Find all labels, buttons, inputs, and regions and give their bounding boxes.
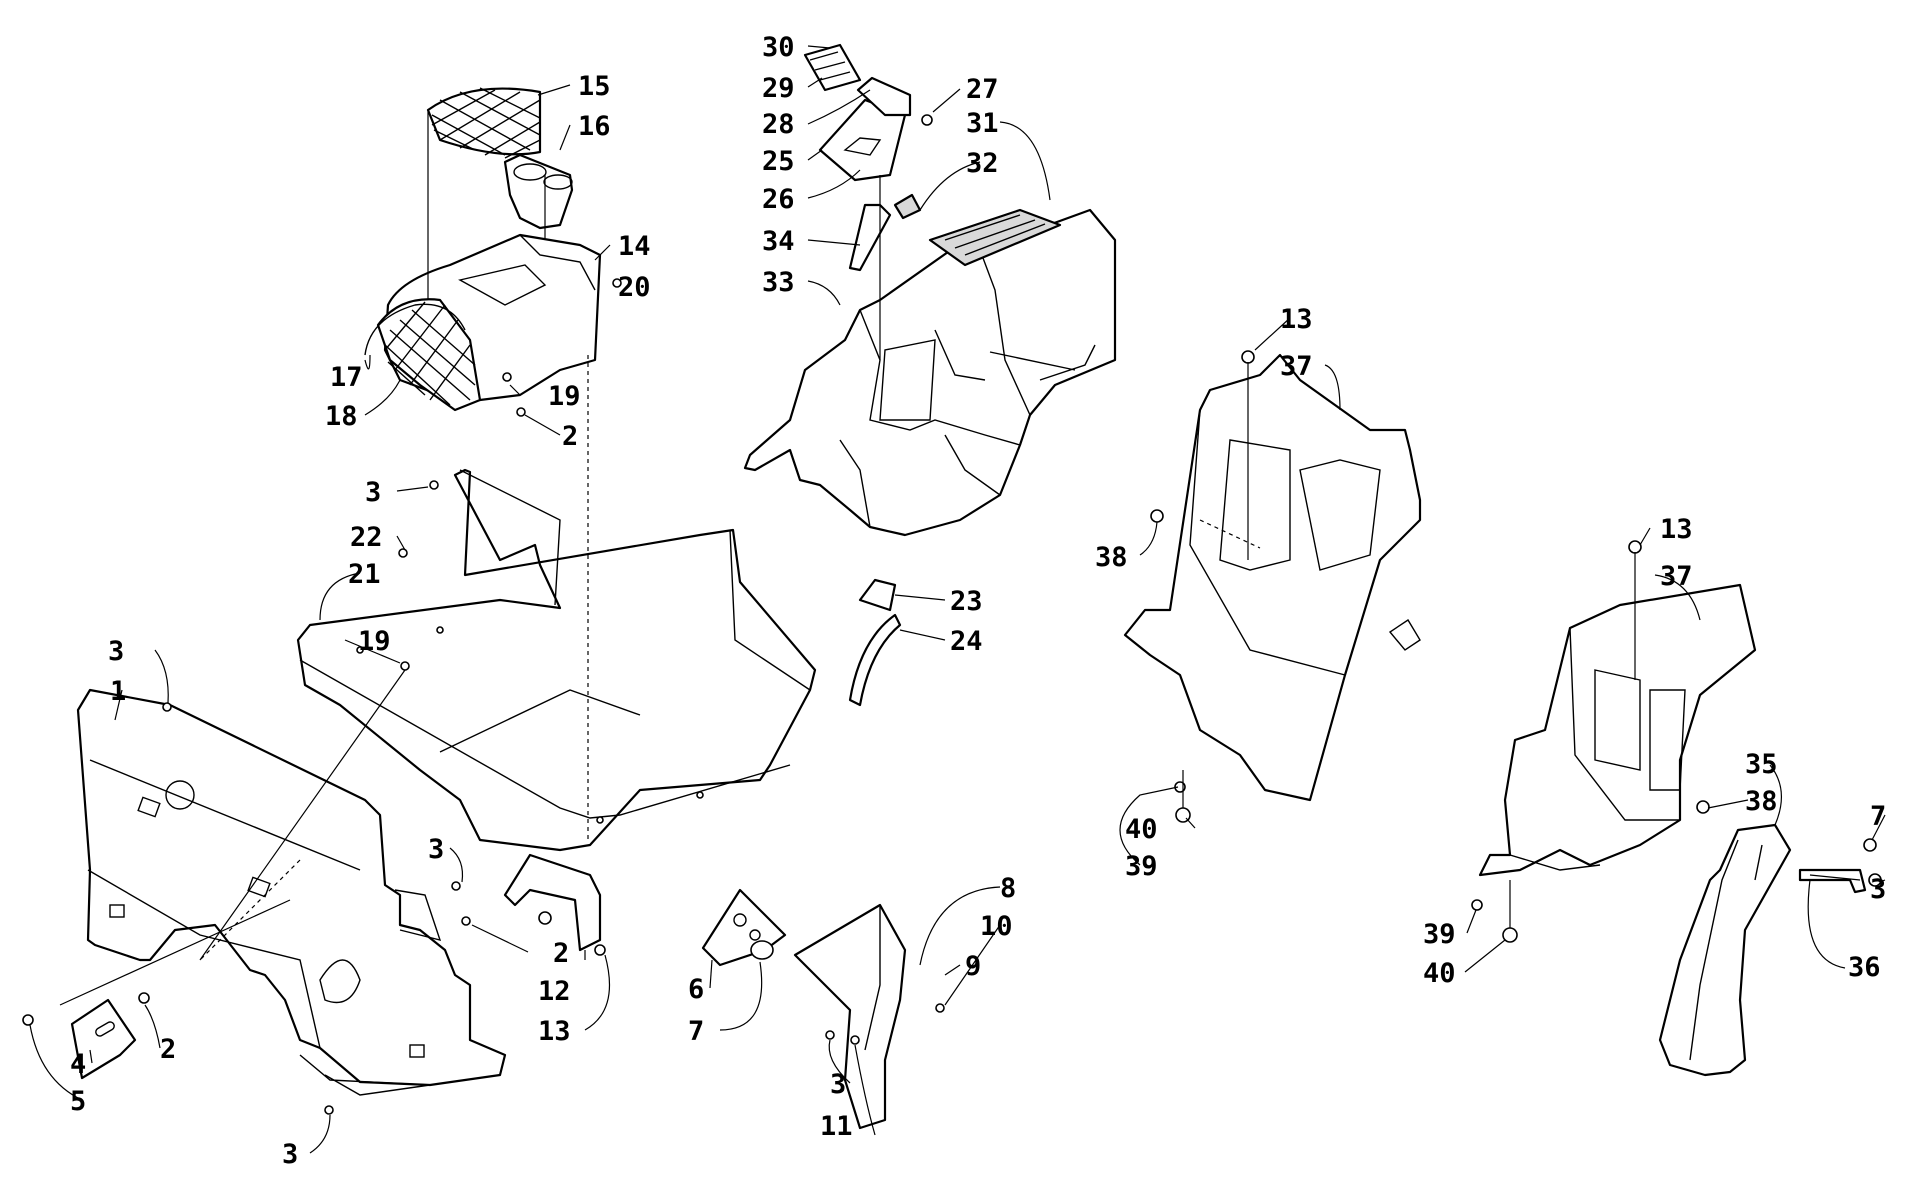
callout-28: 28 — [762, 109, 795, 140]
callout-7: 7 — [688, 1016, 704, 1047]
callout-labels: 30 29 28 27 31 25 26 32 34 33 15 16 14 2… — [70, 32, 1886, 1170]
callout-29: 29 — [762, 73, 795, 104]
part-37-fender-lower — [1478, 583, 1757, 877]
hardware-fasteners — [22, 114, 1882, 1115]
callout-32: 32 — [966, 148, 999, 179]
callout-26: 26 — [762, 184, 795, 215]
callout-37: 37 — [1280, 351, 1313, 382]
part-1-front-panel — [76, 688, 507, 1096]
alignment-lines — [59, 110, 1861, 1006]
callout-7: 7 — [1870, 801, 1886, 832]
callout-25: 25 — [762, 146, 795, 177]
callout-40: 40 — [1423, 958, 1456, 989]
callout-27: 27 — [966, 74, 999, 105]
part-34-shift-boot — [848, 203, 892, 272]
callout-38: 38 — [1745, 786, 1778, 817]
leader-lines — [29, 45, 1886, 1154]
callout-31: 31 — [966, 108, 999, 139]
callout-17: 17 — [330, 362, 363, 393]
callout-22: 22 — [350, 522, 383, 553]
callout-9: 9 — [965, 951, 981, 982]
callout-10: 10 — [980, 911, 1013, 942]
callout-11: 11 — [820, 1111, 853, 1142]
callout-36: 36 — [1848, 952, 1881, 983]
part-15-grille — [426, 87, 542, 159]
part-12-bracket — [503, 853, 602, 952]
callout-38: 38 — [1095, 542, 1128, 573]
callout-4: 4 — [70, 1049, 86, 1080]
callout-2: 2 — [562, 421, 578, 452]
callout-23: 23 — [950, 586, 983, 617]
callout-19: 19 — [358, 626, 391, 657]
callout-3: 3 — [365, 477, 381, 508]
part-24-strap — [848, 613, 902, 707]
callout-13: 13 — [538, 1016, 571, 1047]
callout-40: 40 — [1125, 814, 1158, 845]
part-28-bezel — [856, 76, 912, 117]
callout-24: 24 — [950, 626, 983, 657]
part-4-access-plate — [70, 998, 137, 1080]
callout-12: 12 — [538, 976, 571, 1007]
part-32-label — [893, 193, 922, 220]
callout-3: 3 — [108, 636, 124, 667]
callout-20: 20 — [618, 272, 651, 303]
part-16-cup-holder — [503, 153, 574, 230]
callout-37: 37 — [1660, 561, 1693, 592]
part-23-bracket — [858, 578, 897, 612]
callout-14: 14 — [618, 231, 651, 262]
callout-21: 21 — [348, 559, 381, 590]
callout-8: 8 — [1000, 873, 1016, 904]
callout-39: 39 — [1125, 851, 1158, 882]
callout-30: 30 — [762, 32, 795, 63]
part-31-decal — [928, 208, 1062, 267]
part-18-console-grille — [376, 298, 482, 412]
part-8-mud-flap — [793, 903, 907, 1130]
callout-5: 5 — [70, 1086, 86, 1117]
part-21-floor-pan — [296, 468, 817, 852]
part-7-grommet — [750, 940, 774, 960]
callout-3: 3 — [428, 834, 444, 865]
callout-2: 2 — [553, 938, 569, 969]
part-17-trim-strip — [364, 303, 466, 356]
part-25-shift-plate — [818, 98, 907, 182]
callout-13: 13 — [1280, 304, 1313, 335]
callout-33: 33 — [762, 267, 795, 298]
callout-3: 3 — [830, 1069, 846, 1100]
callout-6: 6 — [688, 974, 704, 1005]
callout-39: 39 — [1423, 919, 1456, 950]
part-37-fender-upper — [1123, 353, 1422, 802]
callout-34: 34 — [762, 226, 795, 257]
callout-18: 18 — [325, 401, 358, 432]
callout-1: 1 — [110, 676, 126, 707]
part-35-side-panel — [1658, 823, 1792, 1077]
callout-13: 13 — [1660, 514, 1693, 545]
callout-2: 2 — [160, 1034, 176, 1065]
callout-15: 15 — [578, 71, 611, 102]
callout-19: 19 — [548, 381, 581, 412]
part-33-center-console — [743, 208, 1117, 537]
callout-16: 16 — [578, 111, 611, 142]
callout-35: 35 — [1745, 749, 1778, 780]
callout-3: 3 — [1870, 874, 1886, 905]
callout-3: 3 — [282, 1139, 298, 1170]
